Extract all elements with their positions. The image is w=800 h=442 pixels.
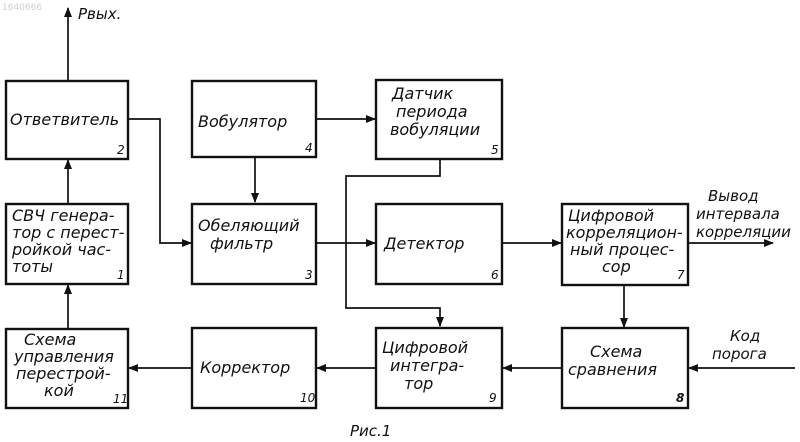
block-coupler-label: Ответвитель — [10, 110, 119, 129]
block-corrector: Корректор 10 — [192, 328, 316, 408]
block-processor-line-4: сор — [602, 257, 631, 276]
block-integrator-line-3: тор — [404, 374, 433, 393]
output-power-label: Pвых. — [78, 5, 121, 23]
block-processor: Цифровой корреляцион- ный процес- сор 7 — [562, 204, 688, 285]
connections — [68, 8, 795, 368]
block-control: Схема управления перестрой- кой 11 — [6, 329, 128, 408]
correlation-output-line-3: корреляции — [696, 223, 791, 241]
block-filter-number: 3 — [305, 268, 313, 282]
blocks: СВЧ генера- тор с перест- ройкой час- то… — [6, 80, 688, 408]
block-detector: Детектор 6 — [376, 204, 502, 284]
block-comparator-number: 8 — [676, 391, 684, 405]
block-wobulator-label: Вобулятор — [198, 112, 287, 131]
correlation-output-line-2: интервала — [696, 205, 780, 223]
block-sensor-number: 5 — [491, 143, 499, 157]
block-filter-line-2: фильтр — [210, 234, 273, 253]
block-control-number: 11 — [113, 392, 128, 406]
block-filter-line-1: Обеляющий — [198, 216, 300, 235]
block-filter: Обеляющий фильтр 3 — [192, 204, 316, 284]
wire-coupler-to-filter — [128, 119, 191, 243]
watermark-text: 1640666 — [2, 3, 42, 13]
threshold-code-line-2: порога — [712, 345, 767, 363]
block-coupler-number: 2 — [117, 143, 125, 157]
block-integrator-line-2: интегра- — [390, 356, 464, 375]
block-integrator-line-1: Цифровой — [382, 338, 468, 357]
block-integrator: Цифровой интегра- тор 9 — [376, 328, 502, 408]
block-comparator: Схема сравнения 8 — [562, 328, 688, 408]
block-corrector-label: Корректор — [200, 358, 290, 377]
block-detector-label: Детектор — [383, 234, 464, 253]
block-control-line-4: кой — [44, 381, 74, 400]
threshold-code-line-1: Код — [730, 327, 760, 345]
block-corrector-number: 10 — [300, 391, 316, 405]
block-generator-line-4: тоты — [12, 257, 53, 276]
block-processor-number: 7 — [677, 268, 685, 282]
block-integrator-number: 9 — [489, 391, 497, 405]
block-sensor: Датчик периода вобуляции 5 — [376, 80, 502, 159]
block-sensor-line-1: Датчик — [391, 84, 453, 103]
correlation-interval-output-label: Вывод интервала корреляции — [696, 187, 791, 241]
block-sensor-line-3: вобуляции — [390, 120, 480, 139]
block-sensor-line-2: периода — [396, 102, 468, 121]
block-generator-number: 1 — [117, 268, 125, 282]
block-coupler: Ответвитель 2 — [6, 81, 128, 159]
figure-caption: Рис.1 — [350, 422, 391, 440]
block-comparator-line-2: сравнения — [568, 360, 657, 379]
block-comparator-line-1: Схема — [590, 342, 642, 361]
block-generator: СВЧ генера- тор с перест- ройкой час- то… — [6, 204, 130, 284]
block-wobulator: Вобулятор 4 — [192, 81, 316, 157]
threshold-code-label: Код порога — [712, 327, 767, 363]
block-detector-number: 6 — [491, 268, 499, 282]
correlation-output-line-1: Вывод — [708, 187, 759, 205]
block-wobulator-number: 4 — [305, 141, 313, 155]
